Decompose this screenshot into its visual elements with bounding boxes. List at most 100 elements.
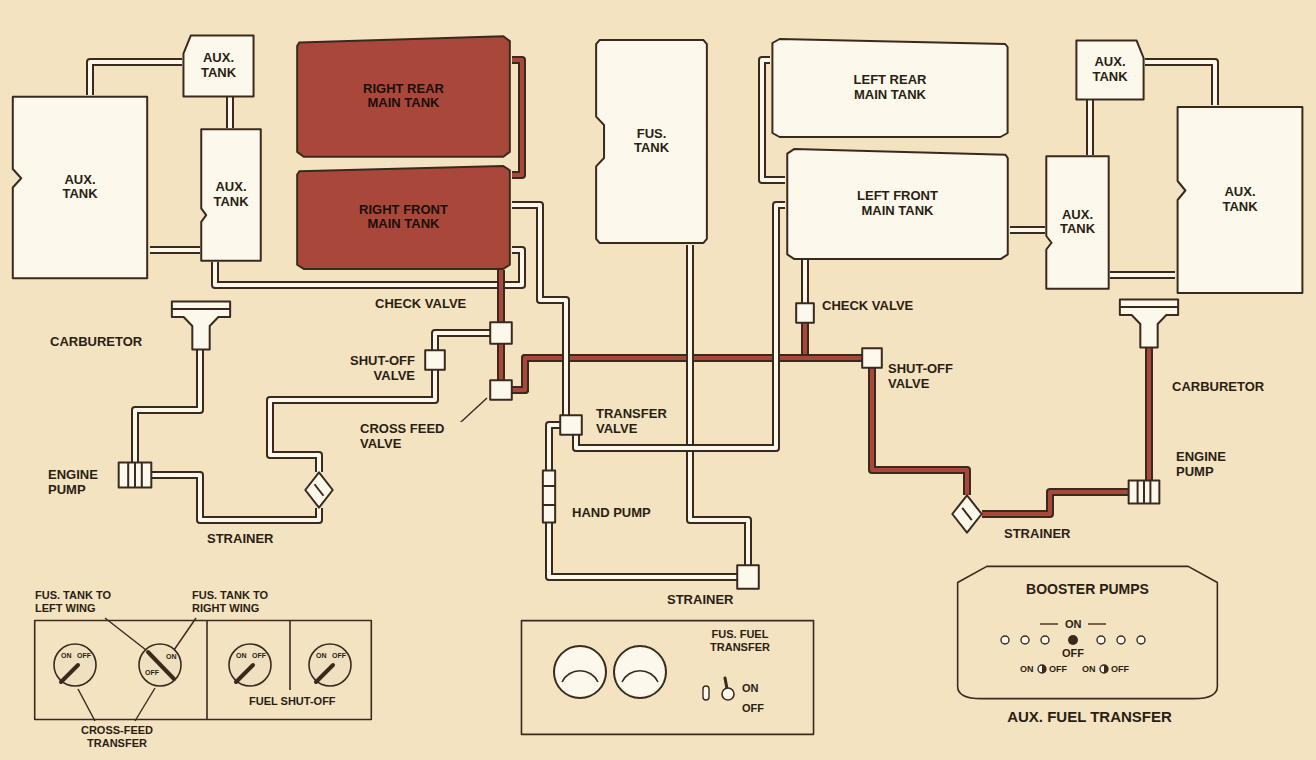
fuel-tank-shape (1178, 107, 1303, 293)
panel-label: FUS. FUEL TRANSFER (698, 628, 782, 653)
fuel-tank: AUX. TANK (1175, 105, 1305, 295)
fuel-line-casing (690, 245, 748, 565)
strainer-outline (952, 495, 982, 533)
fuel-line-core (512, 60, 522, 175)
fuel-tank: AUX. TANK (182, 35, 255, 97)
panel-label: FUS. TANK TO RIGHT WING (190, 589, 286, 614)
fuel-tank: FUS. TANK (595, 38, 708, 245)
dial-pointer (316, 665, 333, 682)
fuel-tank-shape (596, 40, 707, 243)
fuel-line-casing (226, 97, 234, 128)
fuel-line (152, 475, 319, 520)
fuel-line-core (1145, 62, 1215, 105)
leader-line (105, 618, 146, 650)
selector-dial (229, 644, 271, 686)
fuel-tank: LEFT REAR MAIN TANK (770, 38, 1010, 138)
fuel-line-casing (801, 260, 809, 303)
fuel-line-core (690, 245, 748, 565)
fuel-line-casing (152, 475, 319, 520)
fuel-line (230, 97, 231, 128)
fuel-line (805, 260, 806, 303)
panel-divider (289, 620, 291, 690)
check-valve: CHECK VALVE (490, 322, 512, 344)
tank-label: RIGHT REAR MAIN TANK (351, 82, 456, 112)
panel-divider (206, 620, 208, 720)
gauge-arc (562, 671, 598, 682)
control-panel-shape (521, 621, 813, 735)
fuel-line (90, 62, 182, 95)
engine-pump: ENGINE PUMP (118, 462, 152, 488)
fuel-line (690, 245, 748, 565)
tank-label: RIGHT FRONT MAIN TANK (351, 203, 456, 233)
switch-icon-half (1042, 665, 1046, 673)
switch-icon (1038, 665, 1046, 673)
fuel-line (512, 205, 566, 415)
dial-pointers (61, 652, 333, 682)
fuel-line-casing (1086, 100, 1094, 155)
strainer-detail (962, 508, 972, 520)
fuel-line (549, 425, 560, 470)
fuel-tank-shape (787, 149, 1008, 259)
carburetor-shape (1120, 300, 1178, 348)
part-label: STRAINER (665, 593, 735, 608)
fuel-line (150, 250, 200, 251)
part-label: CHECK VALVE (373, 297, 468, 312)
switch-dot (1001, 636, 1009, 644)
part-label: STRAINER (205, 532, 275, 547)
part-label: HAND PUMP (570, 506, 653, 521)
part-label: TRANSFER VALVE (594, 407, 678, 437)
fuel-tank: LEFT FRONT MAIN TANK (785, 148, 1010, 260)
switch-dot (1021, 636, 1029, 644)
fuel-line (435, 333, 490, 350)
tank-label: AUX. TANK (1055, 208, 1101, 238)
carburetor: CARBURETOR (1118, 298, 1180, 348)
fuel-tank-shape (297, 166, 510, 269)
fuel-line (135, 350, 200, 462)
fuel-line-core (1110, 273, 1175, 277)
fuel-line (549, 523, 737, 577)
carburetor-detail (172, 308, 230, 310)
gauge-dial (554, 646, 606, 698)
fuel-line-core (150, 248, 200, 252)
carburetor-detail (1120, 306, 1178, 308)
fuel-gauges (554, 646, 666, 698)
switch-dot (1117, 636, 1125, 644)
tank-label: FUS. TANK (629, 127, 675, 157)
fuel-tank-shape (183, 36, 253, 97)
panel-label: ON (166, 653, 177, 661)
switch-icon (1100, 665, 1108, 673)
fuel-line-core (135, 350, 200, 462)
tank-label: AUX. TANK (196, 51, 242, 81)
transfer-switch (703, 678, 734, 700)
control-panel-shape (35, 621, 372, 720)
engine-pump: ENGINE PUMP (1128, 480, 1160, 504)
fuel-line-casing (135, 350, 200, 462)
transfer-valve-outline (560, 415, 582, 435)
panel-label: CROSS-FEED TRANSFER (75, 724, 159, 749)
panel-label: ON (61, 652, 72, 660)
dial-pointer (61, 665, 78, 682)
switch-dots (1001, 636, 1145, 644)
switch-knob (1068, 635, 1078, 645)
strainer-detail (315, 484, 324, 496)
panel-label: FUEL SHUT-OFF (247, 695, 338, 708)
hand-pump: HAND PUMP (538, 470, 560, 523)
control-panel: FUS. TANK TO LEFT WINGFUS. TANK TO RIGHT… (33, 620, 373, 720)
fuel-line-casing (549, 425, 560, 470)
fuel-tank-shape (1076, 41, 1143, 100)
fuel-line-casing (1110, 271, 1175, 279)
part-label: SHUT-OFF VALVE (886, 362, 970, 392)
leader-line (78, 689, 95, 721)
fuel-tank: AUX. TANK (200, 128, 262, 262)
panel-label: ON (1065, 618, 1082, 631)
check-valve-shape (490, 322, 512, 344)
fuel-tank-shape (772, 39, 1007, 137)
crossfeed-valve-outline (490, 380, 512, 400)
leader-lines (78, 398, 487, 721)
fuel-line-core (549, 425, 560, 470)
strainer-outline (305, 472, 333, 508)
fuel-line (1110, 275, 1175, 276)
toggle-base (722, 688, 734, 700)
fuel-line-casing (549, 523, 737, 577)
